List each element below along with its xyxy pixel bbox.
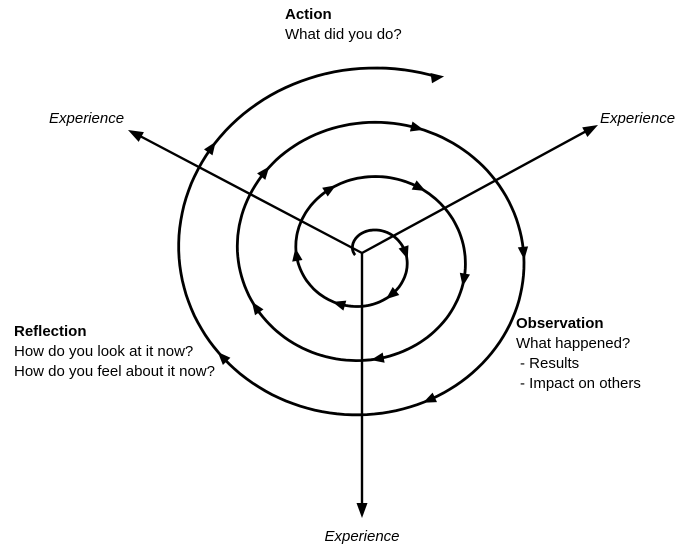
- spiral-arrowhead-icon: [370, 352, 385, 363]
- spiral-arrowhead-icon: [332, 300, 347, 311]
- spiral-arrowhead-icon: [517, 246, 529, 260]
- spiral-arrowhead-icon: [251, 301, 264, 316]
- observation-label-block: Observation What happened? - Results - I…: [516, 314, 641, 394]
- reflection-question-2: How do you feel about it now?: [14, 363, 215, 380]
- axis-top-left-arrowhead-icon: [128, 130, 144, 142]
- axis-top-right: [361, 129, 588, 255]
- reflection-title: Reflection: [14, 323, 87, 340]
- action-label-block: Action What did you do?: [285, 5, 402, 45]
- action-title: Action: [285, 6, 332, 23]
- spiral-arrowhead-icon: [430, 73, 445, 84]
- experience-label-top-right: Experience: [600, 110, 676, 127]
- spiral-arrowhead-icon: [411, 180, 426, 191]
- experience-label-top-left: Experience: [49, 110, 125, 127]
- axis-bottom-arrowhead-icon: [356, 503, 368, 518]
- spiral-arrowhead-icon: [217, 352, 231, 365]
- spiral-curve: [177, 66, 526, 417]
- spiral-arrowhead-icon: [409, 121, 424, 132]
- spiral-arrowhead-icon: [322, 185, 336, 197]
- spiral-arrowhead-icon: [459, 272, 470, 287]
- reflection-label-block: Reflection How do you look at it now? Ho…: [14, 322, 215, 382]
- observation-item-results: - Results: [520, 355, 580, 372]
- spiral-arrowhead-icon: [292, 248, 303, 262]
- spiral-arrowhead-icon: [398, 245, 409, 260]
- spiral-arrowhead-icon: [423, 392, 437, 403]
- experience-label-bottom: Experience: [324, 528, 400, 545]
- spiral-arrowhead-icon: [204, 141, 216, 156]
- spiral-arrowhead-icon: [257, 166, 270, 180]
- axis-top-right-arrowhead-icon: [582, 125, 598, 137]
- action-question: What did you do?: [285, 26, 402, 43]
- observation-title: Observation: [516, 315, 604, 332]
- observation-question: What happened?: [516, 335, 631, 352]
- reflection-question-1: How do you look at it now?: [14, 343, 194, 360]
- spiral-flow-group: [177, 66, 529, 417]
- spiral-arrowhead-icon: [385, 287, 400, 300]
- observation-item-impact: - Impact on others: [520, 375, 641, 392]
